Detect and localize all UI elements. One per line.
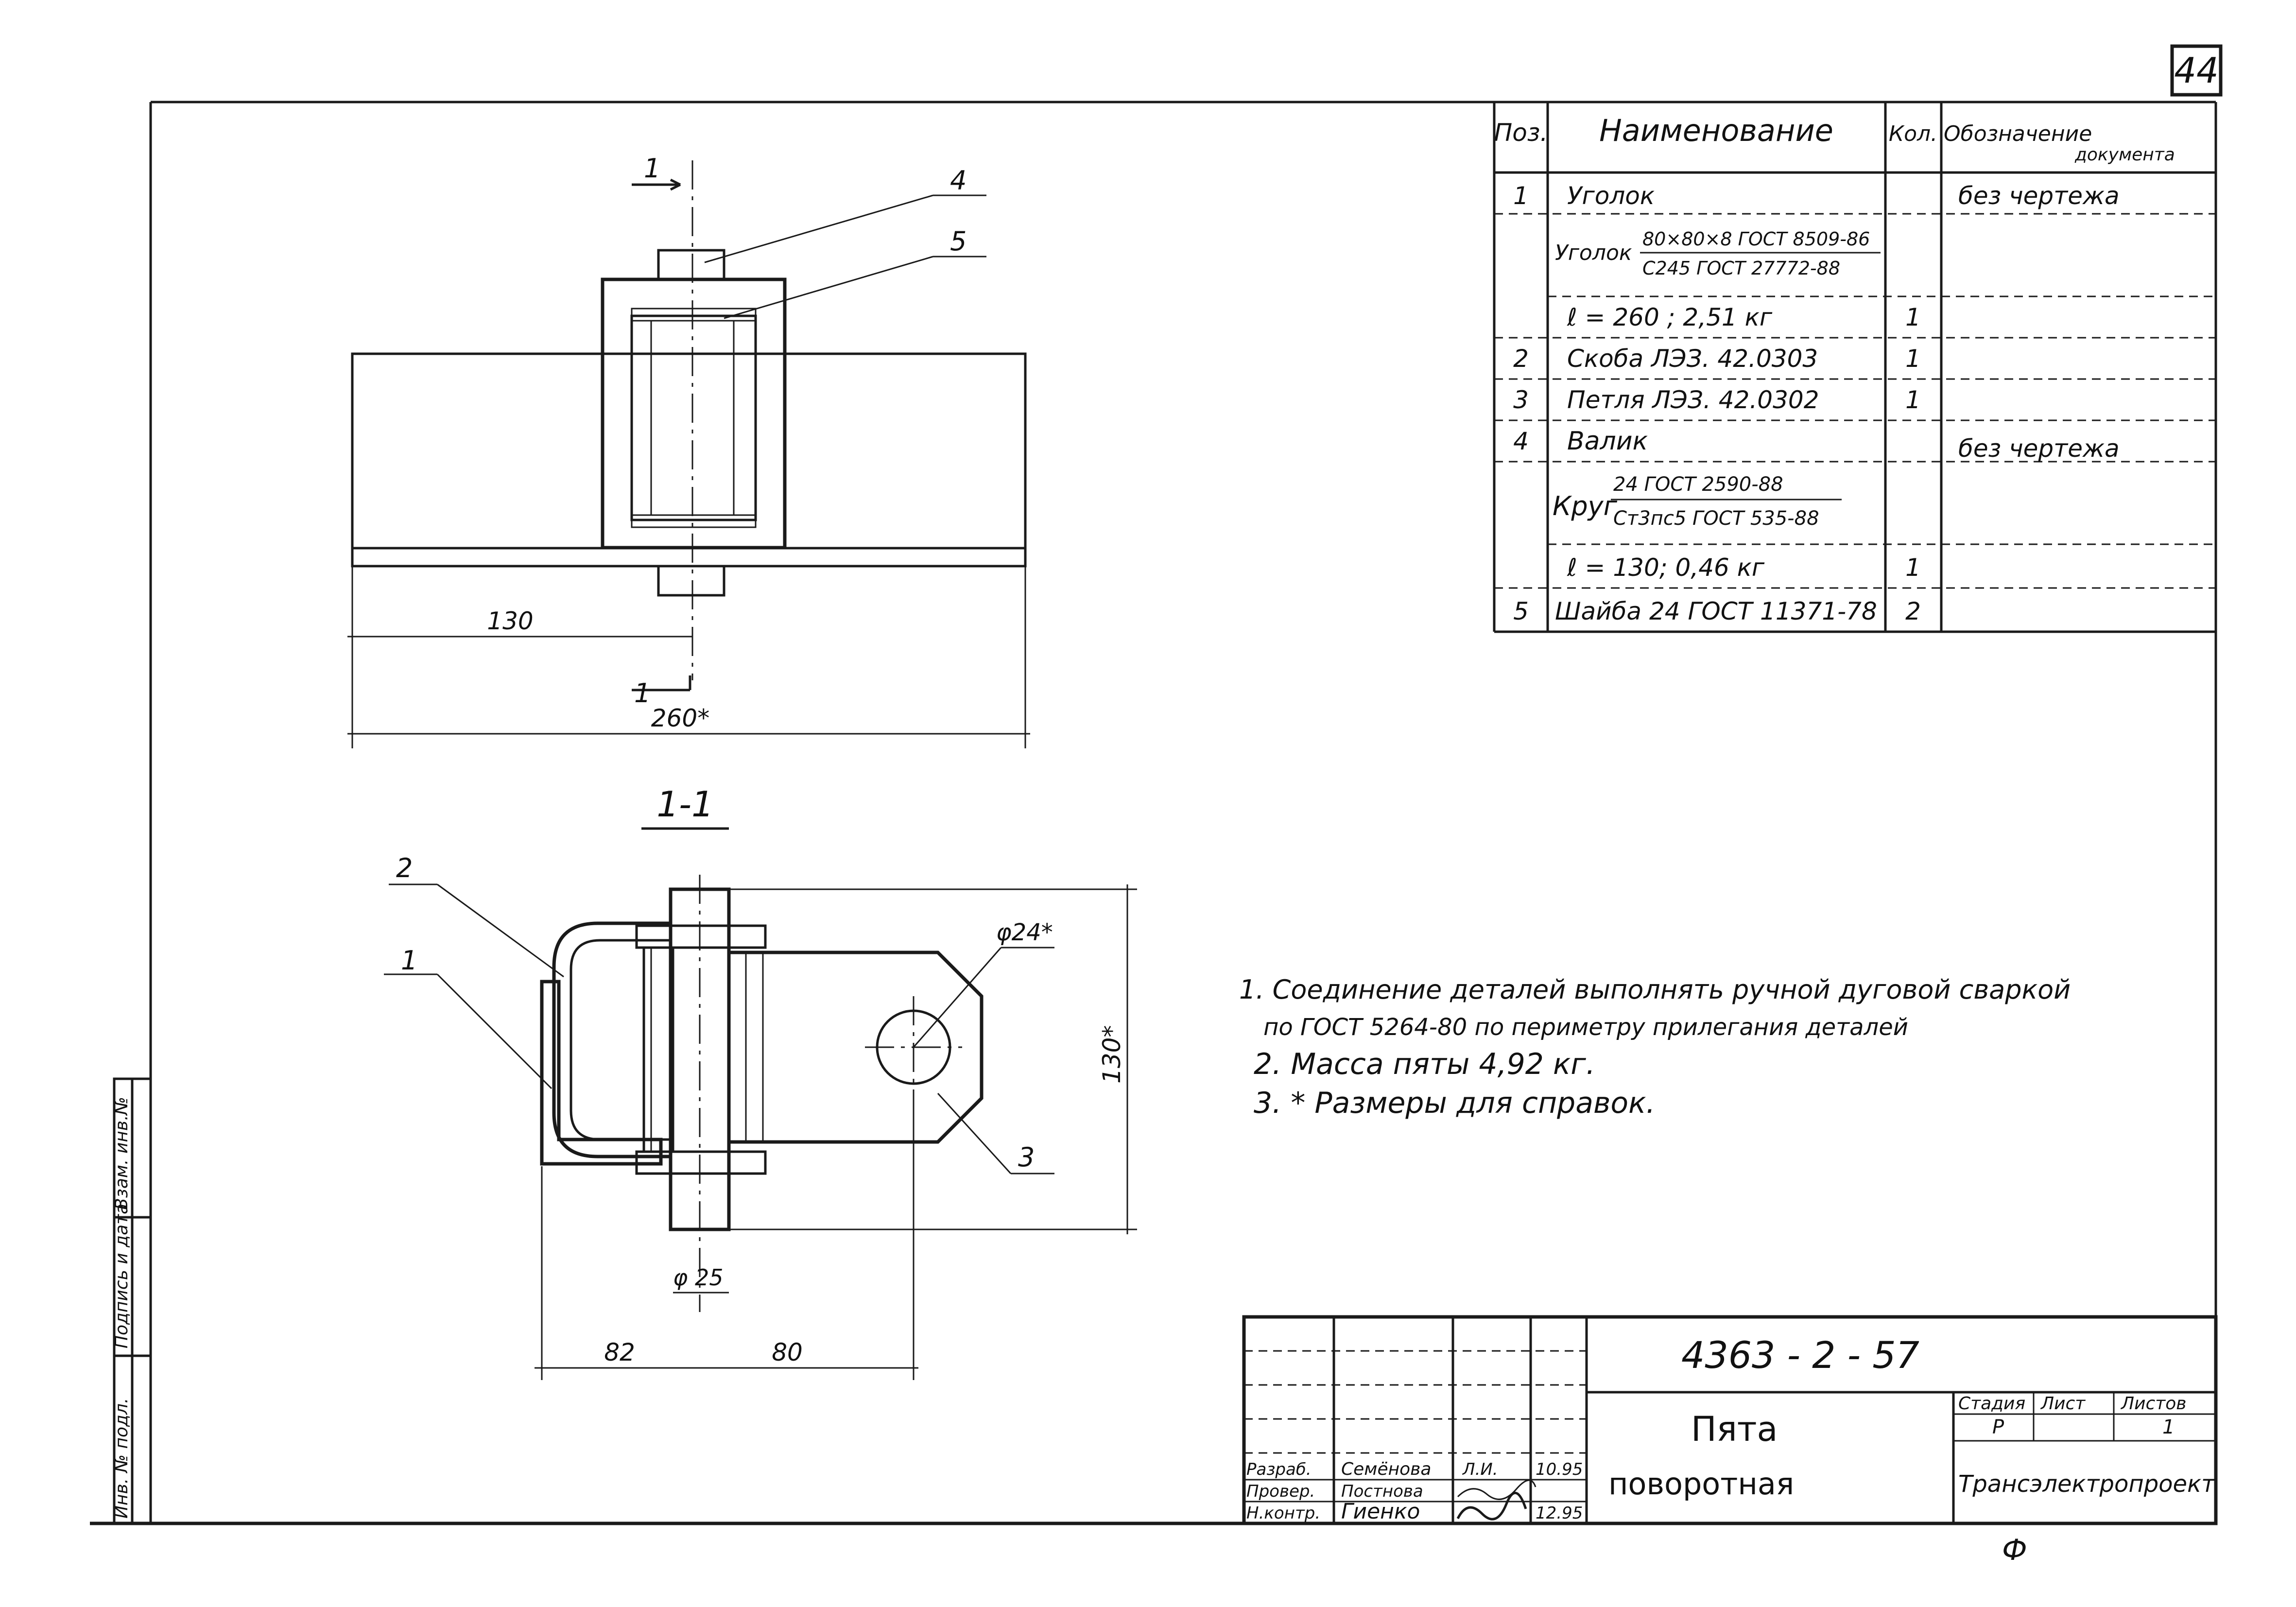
washer-top [635,924,767,949]
title-line-1: Пята [1691,1409,1778,1449]
header-pos: Поз. [1494,119,1548,147]
title-line-2: поворотная [1608,1466,1794,1502]
row2-frac-top: 80×80×8 ГОСТ 8509-86 [1642,228,1870,250]
dia-24: φ24* [996,919,1053,946]
row9-name: Шайба 24 ГОСТ 11371-78 [1555,597,1877,625]
sign-dev: Л.И. [1462,1460,1498,1479]
date-norm: 12.95 [1536,1503,1583,1523]
name-dev: Семёнова [1341,1459,1431,1479]
signature-check [1457,1479,1536,1500]
title-block: 4363 - 2 - 57 Пята поворотная Стадия Лис… [1242,1315,2218,1525]
row9-pos: 5 [1513,597,1529,625]
washer-bottom [635,1150,767,1175]
bracket-section [552,921,671,1158]
row2-frac-bottom: С245 ГОСТ 27772-88 [1642,258,1840,279]
section-mark-bottom: 1 [634,678,651,708]
row5-pos: 3 [1513,386,1529,414]
row7-frac-bottom: Ст3пс5 ГОСТ 535-88 [1613,507,1819,530]
note-2: 2. Масса пяты 4,92 кг. [1254,1047,1595,1081]
row7-frac-top: 24 ГОСТ 2590-88 [1613,473,1783,496]
section-view: 1-1 2 1 3 φ24* [384,784,1137,1380]
pin-bottom [657,565,725,597]
dim-80: 80 [772,1338,803,1366]
row5-qty: 1 [1905,386,1921,414]
sheet-number-box: 44 [2170,44,2223,97]
stamp-original-inv: Инв. № подл. [112,1398,132,1519]
row1-name: Уголок [1567,182,1655,210]
row9-qty: 2 [1905,597,1921,625]
section-mark-top: 1 [644,153,660,184]
note-1b: по ГОСТ 5264-80 по периметру прилегания … [1263,1014,1908,1041]
row6-doc: без чертежа [1958,434,2120,463]
date-dev: 10.95 [1536,1460,1583,1479]
dim-260: 260* [651,704,709,732]
side-stamp: Взам. инв.№ Подпись и дата Инв. № подл. [112,1077,152,1525]
dia-25: φ 25 [673,1264,724,1291]
hinge-body [601,277,787,550]
dim-130-top: 130 [487,607,533,635]
note-1a: 1. Соединение деталей выполнять ручной д… [1239,974,2071,1005]
row1-pos: 1 [1513,182,1529,210]
header-name: Наименование [1599,113,1833,148]
footer-mark: Ф [2002,1533,2027,1567]
stamp-replacement-inv: Взам. инв.№ [112,1097,132,1210]
row5-name: Петля ЛЭЗ. 42.0302 [1567,386,1819,414]
specification-table: Поз. Наименование Кол. Обозначение докум… [1493,102,2216,633]
notes-block: 1. Соединение деталей выполнять ручной д… [1239,974,2071,1120]
header-qty: Кол. [1889,121,1937,146]
sheets-label: Листов [2120,1394,2186,1414]
callout-5: 5 [950,226,967,257]
row4-name: Скоба ЛЭЗ. 42.0303 [1567,345,1818,373]
sheet-number: 44 [2174,50,2219,91]
row4-qty: 1 [1905,345,1921,373]
row6-pos: 4 [1513,427,1529,455]
row4-pos: 2 [1513,345,1529,373]
row6-name: Валик [1567,427,1648,456]
callout-4: 4 [950,165,967,196]
role-norm: Н.контр. [1246,1503,1320,1523]
signature-norm [1456,1492,1527,1521]
row7-prefix: Круг [1553,491,1618,521]
stamp-signature-date: Подпись и дата [112,1204,132,1348]
row3-name: ℓ = 260 ; 2,51 кг [1567,303,1773,331]
row1-doc: без чертежа [1958,182,2120,210]
callout-1: 1 [401,945,417,976]
dim-130-section: 130* [1098,1025,1126,1084]
row3-qty: 1 [1905,303,1921,331]
role-dev: Разраб. [1246,1460,1312,1479]
header-doc-1: Обозначение [1944,121,2092,146]
doc-code: 4363 - 2 - 57 [1681,1333,1919,1377]
top-view: 1 1 4 5 130 260* [347,153,1030,748]
drawing-frame [90,101,2217,1525]
note-3: 3. * Размеры для справок. [1254,1086,1655,1120]
stage-value: Р [1992,1416,2004,1438]
dim-82: 82 [604,1338,635,1366]
company-name: Трансэлектропроект [1958,1470,2216,1498]
header-doc-2: документа [2074,145,2175,165]
name-check: Постнова [1341,1482,1423,1501]
callout-2: 2 [396,853,413,883]
pin-section [642,946,674,1153]
row8-name: ℓ = 130; 0,46 кг [1567,553,1765,582]
row8-qty: 1 [1905,553,1921,582]
role-check: Провер. [1246,1482,1315,1501]
row2-prefix: Уголок [1555,241,1632,265]
pin-top [657,249,725,281]
sheets-value: 1 [2162,1416,2175,1438]
callout-3: 3 [1018,1142,1035,1173]
stage-label: Стадия [1958,1394,2025,1414]
sheet-label: Лист [2040,1394,2086,1414]
loop-tongue [729,950,984,1144]
section-title: 1-1 [656,784,714,825]
name-norm: Гиенко [1341,1499,1420,1524]
